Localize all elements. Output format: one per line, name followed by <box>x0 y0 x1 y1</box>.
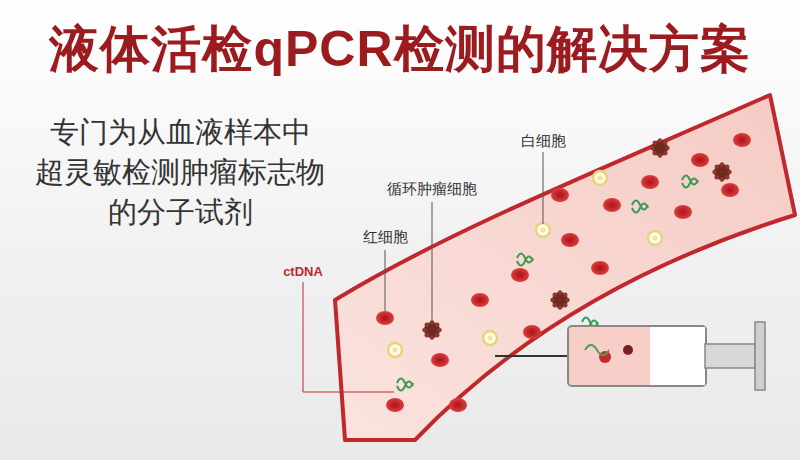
red-blood-cell <box>386 398 404 412</box>
ctdna-strand <box>397 379 413 391</box>
ctdna-label: ctDNA <box>283 264 323 279</box>
description-text: 专门为从血液样本中 超灵敏检测肿瘤标志物 的分子试剂 <box>10 112 350 232</box>
vessel-outline <box>335 95 795 440</box>
red-blood-cell <box>431 353 449 367</box>
ctdna-strand <box>632 201 648 213</box>
cell-label: 红细胞 <box>363 228 408 247</box>
red-blood-cell <box>591 261 609 275</box>
tumor-cell <box>712 162 731 181</box>
white-blood-cell <box>536 223 550 237</box>
red-blood-cell <box>691 153 709 167</box>
red-blood-cell <box>641 175 659 189</box>
blood-cells <box>376 133 751 412</box>
red-blood-cell <box>376 311 394 325</box>
red-blood-cell <box>603 198 621 212</box>
white-blood-cell <box>593 171 607 185</box>
tumor-cell <box>550 290 569 309</box>
red-blood-cell <box>511 268 529 282</box>
white-blood-cell <box>648 231 662 245</box>
red-blood-cell <box>551 188 569 202</box>
tumor-cell <box>650 138 669 157</box>
red-blood-cell <box>721 183 739 197</box>
ctdna-strand <box>517 254 533 266</box>
red-blood-cell <box>561 233 579 247</box>
white-blood-cell <box>483 331 497 345</box>
page-title: 液体活检qPCR检测的解决方案 <box>49 16 750 83</box>
cell-label: 白细胞 <box>521 132 566 151</box>
cell-label: 循环肿瘤细胞 <box>387 180 477 199</box>
red-blood-cell <box>449 398 467 412</box>
ctdna-strand <box>682 176 698 188</box>
white-blood-cell <box>388 343 402 357</box>
red-blood-cell <box>733 133 751 147</box>
leader-lines <box>303 152 543 392</box>
red-blood-cell <box>674 205 692 219</box>
red-blood-cell <box>523 325 541 339</box>
red-blood-cell <box>471 293 489 307</box>
syringe <box>495 322 765 390</box>
tumor-cell <box>422 320 441 339</box>
